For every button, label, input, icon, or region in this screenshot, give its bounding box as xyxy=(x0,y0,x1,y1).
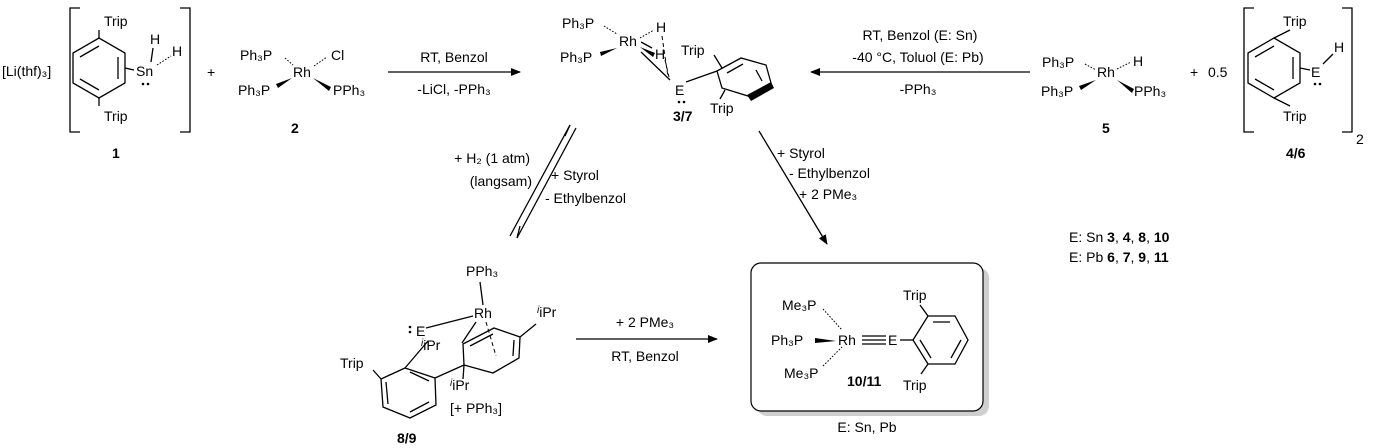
compound-label-4-6: 4/6 xyxy=(1286,145,1306,161)
reaction-arrow-3 xyxy=(758,130,828,245)
arrow3-conditions-3: + 2 PMe₃ xyxy=(799,186,857,202)
compound-label-2: 2 xyxy=(291,120,299,136)
compound-label-3-7: 3/7 xyxy=(673,108,693,124)
hydrogen-1: H xyxy=(150,31,160,47)
central-aryl-ring xyxy=(380,367,437,419)
eq-conditions-right-2: - Ethylbenzol xyxy=(545,190,626,206)
sn-h-hashed-bond xyxy=(156,55,172,66)
lone-pair xyxy=(677,100,681,104)
hydride: H xyxy=(1133,53,1143,69)
trip-substituent: Trip xyxy=(340,355,364,371)
coefficient: 0.5 xyxy=(1208,64,1228,80)
arrow3-conditions-1: + Styrol xyxy=(777,145,825,161)
arrow2-conditions-above-2: -40 °C, Toluol (E: Pb) xyxy=(852,49,983,65)
ligand-pph3: PPh₃ xyxy=(466,263,498,279)
lone-pair xyxy=(141,82,145,86)
ligand-pph3: Ph₃P xyxy=(771,332,803,348)
ligand-pph3-top: Ph₃P xyxy=(562,15,594,31)
arrow4-conditions-below: RT, Benzol xyxy=(611,348,678,364)
left-bracket xyxy=(1243,7,1254,133)
trip-bottom: Trip xyxy=(104,108,128,124)
sn-h-bond xyxy=(150,47,154,63)
trip-arene-ring xyxy=(462,327,521,374)
element-e: E xyxy=(888,332,897,348)
rhodium-atom: Rh xyxy=(619,33,637,49)
rhodium-atom: Rh xyxy=(474,305,492,321)
tin-atom: Sn xyxy=(136,63,153,79)
ligand-pph3-top: Ph₃P xyxy=(240,47,272,63)
trip-bottom: Trip xyxy=(1283,108,1307,124)
ligand-pph3-top: Ph₃P xyxy=(1042,54,1074,70)
left-bracket xyxy=(69,7,80,133)
trip-bottom: Trip xyxy=(903,377,927,393)
rhodium-atom: Rh xyxy=(1097,64,1115,80)
arrow3-conditions-2: - Ethylbenzol xyxy=(789,165,870,181)
hydrogen: H xyxy=(1334,39,1344,55)
lone-pair xyxy=(1313,82,1317,86)
hydride-bottom: H xyxy=(655,46,665,62)
arrow2-conditions-above-1: RT, Benzol (E: Sn) xyxy=(863,27,978,43)
compound-4-6: 0.5 2 Trip Trip E H 4/6 xyxy=(1208,7,1364,161)
right-bracket xyxy=(180,7,191,133)
trip-bottom: Trip xyxy=(710,100,734,116)
arrow2-conditions-below: -PPh₃ xyxy=(900,81,937,97)
hydrogen-2: H xyxy=(172,43,182,59)
isopropyl-para: iiPr xyxy=(537,304,557,320)
compound-label-10-11: 10/11 xyxy=(847,373,881,389)
ligand-pph3-right: PPh₃ xyxy=(333,82,365,98)
arrow4-conditions-above: + 2 PMe₃ xyxy=(616,314,674,330)
rhodium-atom: Rh xyxy=(293,64,311,80)
rh-e-triple-bond xyxy=(862,335,886,345)
pph3-additive: [+ PPh₃] xyxy=(450,400,502,416)
lithium-thf-cation: [Li(thf)₃] xyxy=(2,63,51,79)
ligand-pph3-left: Ph₃P xyxy=(238,82,270,98)
legend-sn: E: Sn 3, 4, 8, 10 xyxy=(1069,229,1170,245)
element-e: E xyxy=(1311,64,1320,80)
right-bracket xyxy=(1342,7,1353,133)
aryl-ring xyxy=(72,30,135,106)
compound-3-7: Ph₃P Ph₃P Rh H H E Trip Trip 3/7 xyxy=(560,15,774,124)
compound-5: Ph₃P Ph₃P Rh PPh₃ H 5 xyxy=(1041,53,1166,136)
compound-label-1: 1 xyxy=(112,145,120,161)
compound-8-9: PPh₃ Rh E iiPr iiPr iiPr Trip [+ PPh₃] 8… xyxy=(340,263,557,446)
compound-label-8-9: 8/9 xyxy=(397,430,417,446)
ligand-pph3-right: PPh₃ xyxy=(1134,83,1166,99)
plus-sign-2: + xyxy=(1190,64,1198,80)
legend-pb: E: Pb 6, 7, 9, 11 xyxy=(1069,249,1169,265)
ligand-pph3-left: Ph₃P xyxy=(1041,83,1073,99)
plus-sign-1: + xyxy=(207,64,215,80)
trip-top: Trip xyxy=(903,287,927,303)
hydride-top: H xyxy=(656,19,666,35)
box-frame xyxy=(750,262,984,412)
rhodium-atom: Rh xyxy=(838,332,856,348)
chloride: Cl xyxy=(331,47,344,63)
aryl-ring xyxy=(716,57,774,101)
element-e: E xyxy=(675,82,684,98)
aryl-ring xyxy=(1247,29,1311,107)
compound-1: [Li(thf)₃] Trip Trip Sn H H 1 xyxy=(2,7,191,161)
ligand-pph3-bottom: Ph₃P xyxy=(560,49,592,65)
dimer-subscript: 2 xyxy=(1356,131,1364,147)
arrow1-conditions-above: RT, Benzol xyxy=(420,49,487,65)
product-box-10-11: Me₃P Ph₃P Rh Me₃P E Trip Trip 10/11 xyxy=(750,262,989,416)
ligand-pme3-bottom: Me₃P xyxy=(784,365,819,381)
product-caption: E: Sn, Pb xyxy=(837,419,896,435)
eq-conditions-left-1: + H₂ (1 atm) xyxy=(454,150,530,166)
element-e: E xyxy=(416,323,425,339)
compound-2: Ph₃P Ph₃P Rh PPh₃ Cl 2 xyxy=(238,47,365,136)
eq-conditions-left-2: (langsam) xyxy=(470,173,532,189)
arrow1-conditions-below: -LiCl, -PPh₃ xyxy=(417,81,490,97)
trip-top: Trip xyxy=(1283,13,1307,29)
isopropyl-ortho-2: iiPr xyxy=(450,377,470,393)
lone-pair xyxy=(408,325,412,329)
trip-top: Trip xyxy=(104,13,128,29)
ligand-pme3-top: Me₃P xyxy=(782,297,817,313)
eq-conditions-right-1: + Styrol xyxy=(551,167,599,183)
trip-top: Trip xyxy=(681,42,705,58)
equilibrium-arrows xyxy=(509,124,577,239)
compound-label-5: 5 xyxy=(1102,120,1110,136)
